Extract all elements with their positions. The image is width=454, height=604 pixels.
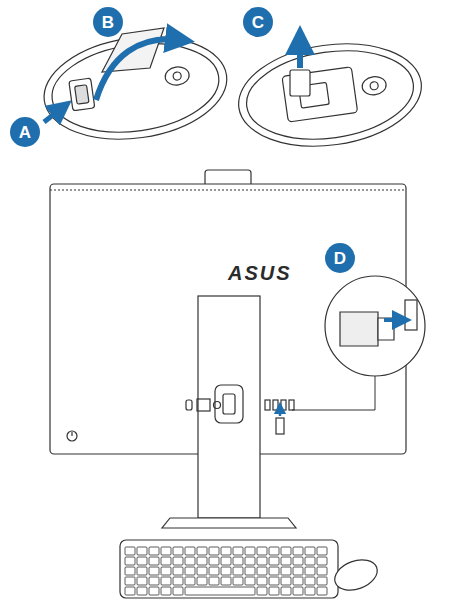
lift-arrow bbox=[96, 39, 180, 100]
usb-receiver bbox=[290, 70, 310, 96]
callout-letter: C bbox=[243, 7, 273, 37]
brand-logo: ASUS bbox=[228, 262, 292, 285]
keyboard bbox=[120, 540, 338, 598]
callout-letter: A bbox=[10, 117, 40, 147]
push-arrow bbox=[44, 108, 62, 122]
callout-text: C bbox=[252, 14, 264, 31]
callout-letter: B bbox=[93, 7, 123, 37]
mouse-open bbox=[232, 33, 428, 158]
mouse bbox=[331, 554, 382, 595]
callout-text: B bbox=[102, 14, 114, 31]
mouse-bottom bbox=[37, 26, 233, 151]
callout-letter: D bbox=[325, 243, 355, 273]
zoom-callout bbox=[292, 276, 425, 410]
callout-text: D bbox=[334, 250, 346, 267]
pull-arrow bbox=[297, 40, 303, 68]
callout-text: A bbox=[19, 124, 31, 141]
